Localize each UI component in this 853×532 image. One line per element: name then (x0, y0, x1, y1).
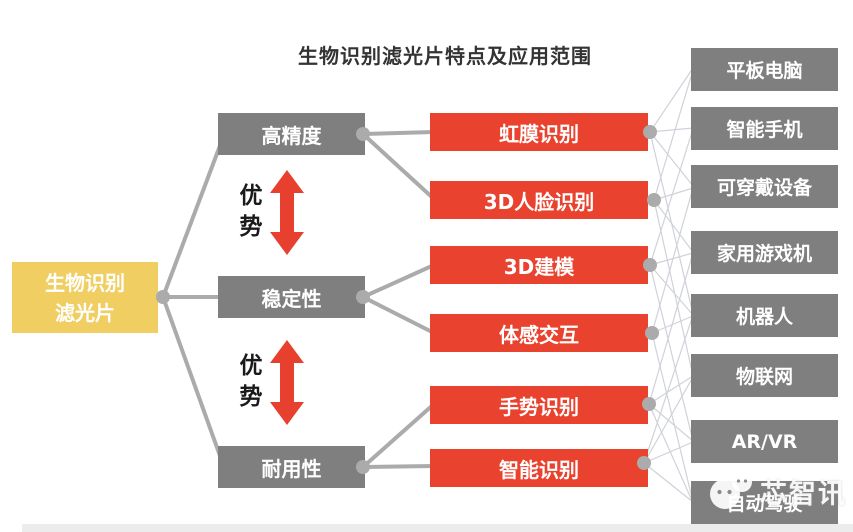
feature-label: 稳定性 (261, 286, 322, 311)
device-node-ar-vr: AR/VR (691, 420, 838, 463)
device-label: AR/VR (731, 430, 798, 453)
feature-label: 高精度 (261, 123, 322, 148)
device-node-tablet: 平板电脑 (691, 48, 838, 91)
application-node-3d-face-recognition: 3D人脸识别 (430, 181, 648, 219)
feature-label: 耐用性 (261, 456, 322, 481)
root-node-label-line2: 滤光片 (55, 300, 115, 325)
device-node-smartphone: 智能手机 (691, 107, 838, 150)
feature-node-durability: 耐用性 (218, 446, 365, 488)
device-node-iot: 物联网 (691, 354, 838, 397)
application-node-3d-modeling: 3D建模 (430, 246, 648, 284)
application-label: 智能识别 (499, 457, 579, 482)
device-label: 可穿戴设备 (716, 177, 812, 199)
application-label: 虹膜识别 (499, 121, 579, 146)
root-node-biometric-filter: 生物识别 滤光片 (12, 262, 158, 333)
application-label: 3D建模 (503, 254, 575, 279)
device-node-game-console: 家用游戏机 (691, 231, 838, 274)
application-label: 3D人脸识别 (483, 189, 595, 214)
device-node-wearable: 可穿戴设备 (691, 165, 838, 208)
bottom-divider-bar (22, 524, 853, 532)
device-node-robot: 机器人 (691, 294, 838, 337)
feature-node-stability: 稳定性 (218, 276, 365, 318)
application-node-iris-recognition: 虹膜识别 (430, 113, 648, 151)
advantage-label-bottom: 优势 (239, 353, 263, 411)
device-node-autonomous-driving: 自动驾驶 (691, 481, 838, 524)
watermark-chat-faces-icon (710, 472, 752, 509)
page-title: 生物识别滤光片特点及应用范围 (298, 44, 592, 68)
device-label: 自动驾驶 (726, 493, 803, 515)
application-label: 手势识别 (499, 394, 579, 419)
application-node-motion-sensing: 体感交互 (430, 314, 648, 352)
advantage-label-top: 优势 (239, 183, 263, 241)
device-label: 家用游戏机 (716, 243, 812, 265)
advantage-arrow-top-icon (270, 170, 304, 255)
advantage-arrow-bottom-icon (270, 340, 304, 425)
watermark: 芯智讯 (706, 469, 847, 513)
device-label: 物联网 (735, 366, 793, 388)
application-node-intelligent-recognition: 智能识别 (430, 449, 648, 487)
root-node-label-line1: 生物识别 (45, 270, 125, 295)
device-label: 机器人 (735, 306, 793, 328)
device-label: 智能手机 (726, 119, 803, 141)
application-node-gesture-recognition: 手势识别 (430, 386, 648, 424)
feature-node-high-precision: 高精度 (218, 113, 365, 155)
watermark-text: 芯智讯 (760, 478, 847, 510)
application-label: 体感交互 (499, 322, 579, 347)
device-label: 平板电脑 (726, 60, 803, 82)
